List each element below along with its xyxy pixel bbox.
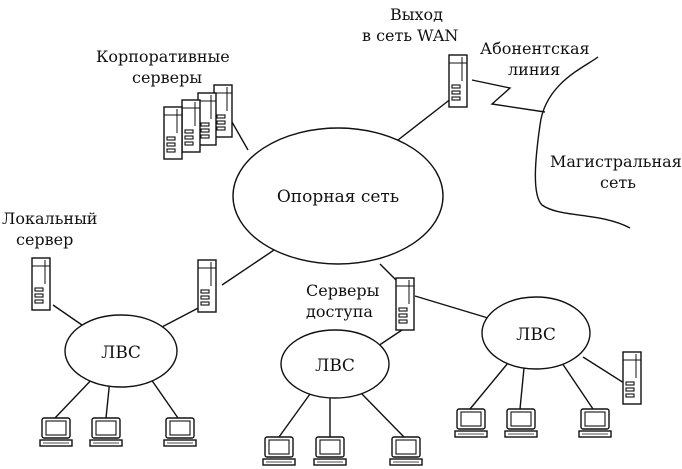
backbone-label: Опорная сеть [277, 187, 399, 207]
link-lan-center-pc3 [359, 391, 405, 438]
wan-exit-server-icon [448, 54, 468, 108]
link-access-server-lan-right [414, 295, 489, 319]
link-local-server-lan-left [52, 304, 83, 326]
lan-center-label: ЛВС [315, 356, 355, 376]
wan-exit-label-line1: Выход [390, 5, 443, 24]
link-corp-servers-backbone [231, 121, 249, 151]
link-backbone-access-server [379, 263, 399, 283]
subscriber-line [471, 79, 546, 113]
lan-server-icon [197, 259, 217, 313]
access-servers-label-line1: Серверы [306, 281, 380, 300]
link-lan-server-lan-left [159, 304, 205, 329]
lan-right-label: ЛВС [516, 325, 556, 345]
lan-left-ellipse [64, 314, 178, 388]
link-lan-right-pc2 [519, 367, 525, 410]
server-tower-icon [163, 106, 183, 160]
trunk-network-label-line1: Магистральная [550, 152, 682, 171]
lan-left-label: ЛВС [101, 343, 141, 363]
computer-terminal-icon [454, 408, 488, 438]
corporate-servers [163, 84, 233, 160]
lan-right-server-icon [622, 351, 642, 405]
link-access-server-lan-center [377, 329, 403, 347]
local-server-label-line1: Локальный [2, 209, 97, 228]
link-backbone-lan-server [221, 245, 281, 286]
computer-terminal-icon [504, 408, 538, 438]
computer-terminal-icon [89, 417, 123, 447]
computer-terminal-icon [163, 417, 197, 447]
local-server-icon [31, 257, 51, 311]
computer-terminal-icon [389, 436, 423, 466]
link-lan-center-pc1 [278, 393, 311, 438]
link-lan-right-server [582, 356, 625, 384]
computer-terminal-icon [39, 417, 73, 447]
access-server-icon [395, 277, 415, 331]
lan-right-ellipse [481, 296, 591, 370]
local-server-label-line2: сервер [16, 230, 73, 249]
link-lan-right-pc1 [469, 362, 509, 410]
link-lan-left-pc1 [54, 374, 97, 419]
link-lan-right-pc3 [561, 362, 594, 410]
link-backbone-wan-exit [397, 97, 453, 141]
computer-terminal-icon [578, 408, 612, 438]
access-servers-label-line2: доступа [306, 302, 373, 321]
corp-servers-label-line2: серверы [132, 68, 202, 87]
computer-terminal-icon [262, 436, 296, 466]
subscriber-line-label-line1: Абонентская [480, 39, 590, 58]
corp-servers-label-line1: Корпоративные [96, 47, 230, 66]
computer-terminal-icon [313, 436, 347, 466]
trunk-network-curve [534, 56, 631, 229]
trunk-network-label-line2: сеть [600, 173, 636, 192]
subscriber-line-label-line2: линия [508, 60, 560, 79]
lan-center-ellipse [280, 329, 390, 399]
server-tower-icon [181, 99, 201, 153]
backbone-network-ellipse [232, 127, 444, 265]
wan-exit-label-line2: в сеть WAN [362, 26, 458, 45]
